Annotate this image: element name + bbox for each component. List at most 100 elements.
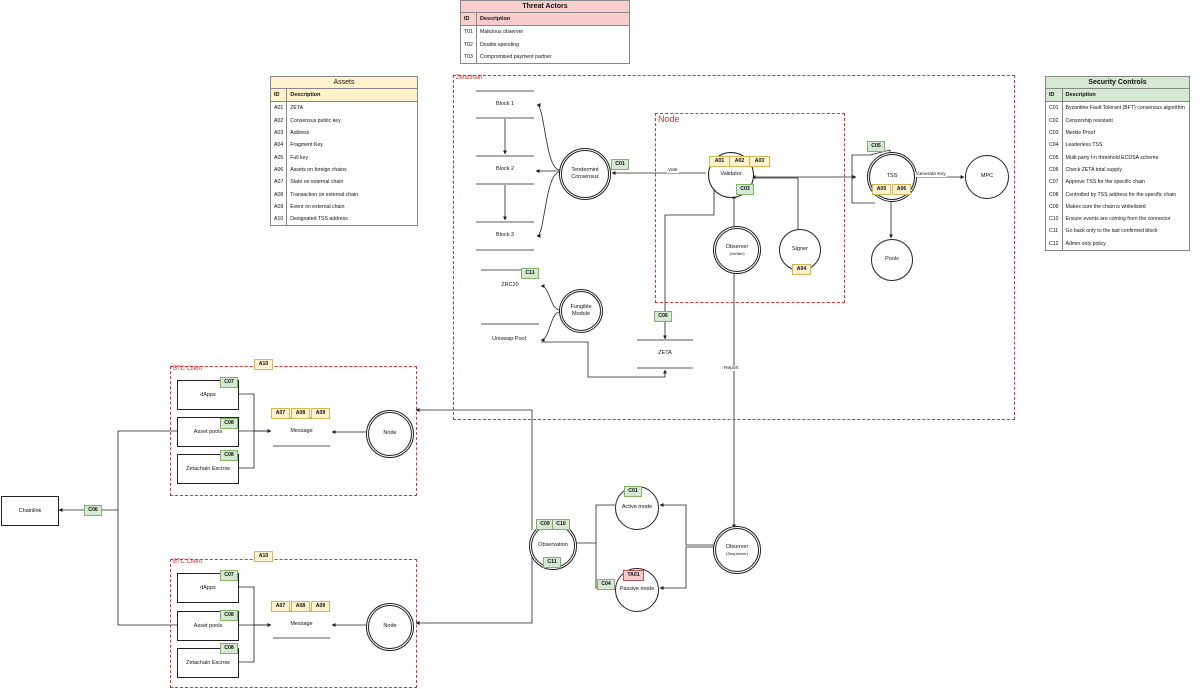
row-id: A04 <box>271 139 288 152</box>
row-desc: Controlled by TSS address for the specif… <box>1065 191 1177 198</box>
row-id: A07 <box>271 176 288 189</box>
row-desc: Event on external chain <box>290 203 345 210</box>
uniswap-pool-store: Uniswap Pool <box>492 336 526 342</box>
control-tag: C08 <box>220 643 238 654</box>
tendermint-consensus-process: Tendermint Consensus <box>559 148 611 200</box>
asset-tag: A02 <box>729 156 750 167</box>
btc-client-zone-1-label: BTC Client <box>173 366 203 372</box>
observation-label: Observation <box>538 542 568 549</box>
message-store-1: Message <box>290 428 313 434</box>
asset-tag: A09 <box>311 408 330 419</box>
row-id: C01 <box>1046 101 1063 115</box>
row-desc: Full key <box>290 154 309 161</box>
row-desc: Double spending <box>480 41 519 48</box>
asset-tag: A01 <box>709 156 730 167</box>
tss-label: TSS <box>886 173 898 180</box>
control-tag: C04 <box>597 579 615 590</box>
control-tag: C08 <box>220 450 238 461</box>
passive-mode-label: Passive mode <box>619 586 655 593</box>
report-edge-label: Report <box>723 366 740 371</box>
asset-tag: A09 <box>311 601 330 612</box>
row-id: T01 <box>461 25 477 39</box>
asset-tag: A07 <box>271 601 290 612</box>
control-tag: C08 <box>220 610 238 621</box>
node-zone: Node <box>655 113 845 303</box>
row-desc: Byzantine Fault Tolerant (BFT) consensus… <box>1065 105 1185 112</box>
row-id: C04 <box>1046 139 1063 152</box>
row-desc: Address <box>290 130 310 137</box>
control-tag: C01 <box>624 486 642 497</box>
row-desc: Makes sure the chain is whitelisted <box>1065 203 1146 210</box>
block-2-store: Block 2 <box>495 166 515 172</box>
dapps2-label: dApps <box>200 585 216 591</box>
row-desc: Ensure events are coming from the connec… <box>1065 216 1171 223</box>
row-id: C06 <box>1046 163 1063 177</box>
row-id: T02 <box>461 38 477 51</box>
zetachain-zone-label: Zetachain <box>456 75 483 81</box>
sec-id-header: ID <box>1046 89 1063 103</box>
control-tag: C05 <box>867 141 885 152</box>
zetachain-zone: Zetachain <box>453 75 1015 420</box>
sec-desc-header: Description <box>1062 89 1189 103</box>
fungible-label: Fungible Module <box>570 303 592 317</box>
threat-actors-title: Threat Actors <box>461 1 629 13</box>
row-desc: Assets on foreign chains <box>290 166 347 173</box>
row-desc: Compromised payment partner <box>480 54 552 61</box>
passive-mode-process: Passive mode <box>615 568 659 612</box>
control-tag: C08 <box>220 418 238 429</box>
row-id: A10 <box>271 212 288 226</box>
control-tag: C03 <box>736 184 754 195</box>
control-tag: C10 <box>552 519 570 530</box>
node1-label: Node <box>383 430 397 437</box>
zrc20-store: ZRC20 <box>501 282 519 288</box>
row-id: A03 <box>271 126 288 140</box>
generate-key-edge-label: Generate Key <box>915 172 947 177</box>
control-tag: C06 <box>654 311 672 322</box>
observer-sequencer-process: Observer(Sequencer) <box>713 526 761 574</box>
row-id: C12 <box>1046 237 1063 250</box>
fungible-module-process: Fungible Module <box>559 289 603 333</box>
threat-tag: TA01 <box>623 570 644 581</box>
row-desc: Transaction on external chain <box>290 191 359 198</box>
asset-tag: A10 <box>254 359 273 370</box>
row-desc: Leaderless TSS <box>1065 142 1103 149</box>
mpc-process: MPC <box>965 155 1009 199</box>
mpc-label: MPC <box>980 173 994 180</box>
row-desc: ZETA <box>290 105 304 112</box>
row-id: A06 <box>271 163 288 177</box>
assets-title: Assets <box>271 77 417 89</box>
btc-node-process-2: Node <box>366 603 414 651</box>
control-tag: C07 <box>220 377 238 388</box>
btc-client-zone-1: BTC Client <box>170 366 417 496</box>
row-id: A01 <box>271 101 288 115</box>
row-desc: Consensus public key <box>290 117 341 124</box>
asset-tag: A04 <box>792 264 811 275</box>
row-id: C08 <box>1046 188 1063 201</box>
row-desc: Multi party t-n threshold ECDSA scheme <box>1065 154 1159 161</box>
assets-id-header: ID <box>271 89 288 103</box>
signer-label: Signer <box>792 246 808 253</box>
control-tag: C11 <box>521 268 539 279</box>
row-id: A08 <box>271 188 288 201</box>
row-desc: Approve TSS for the specific chain <box>1065 179 1146 186</box>
row-id: A09 <box>271 200 288 213</box>
asset-pools-entity-1: Asset pools <box>177 417 239 447</box>
chainlink-label: Chainlink <box>18 508 42 514</box>
